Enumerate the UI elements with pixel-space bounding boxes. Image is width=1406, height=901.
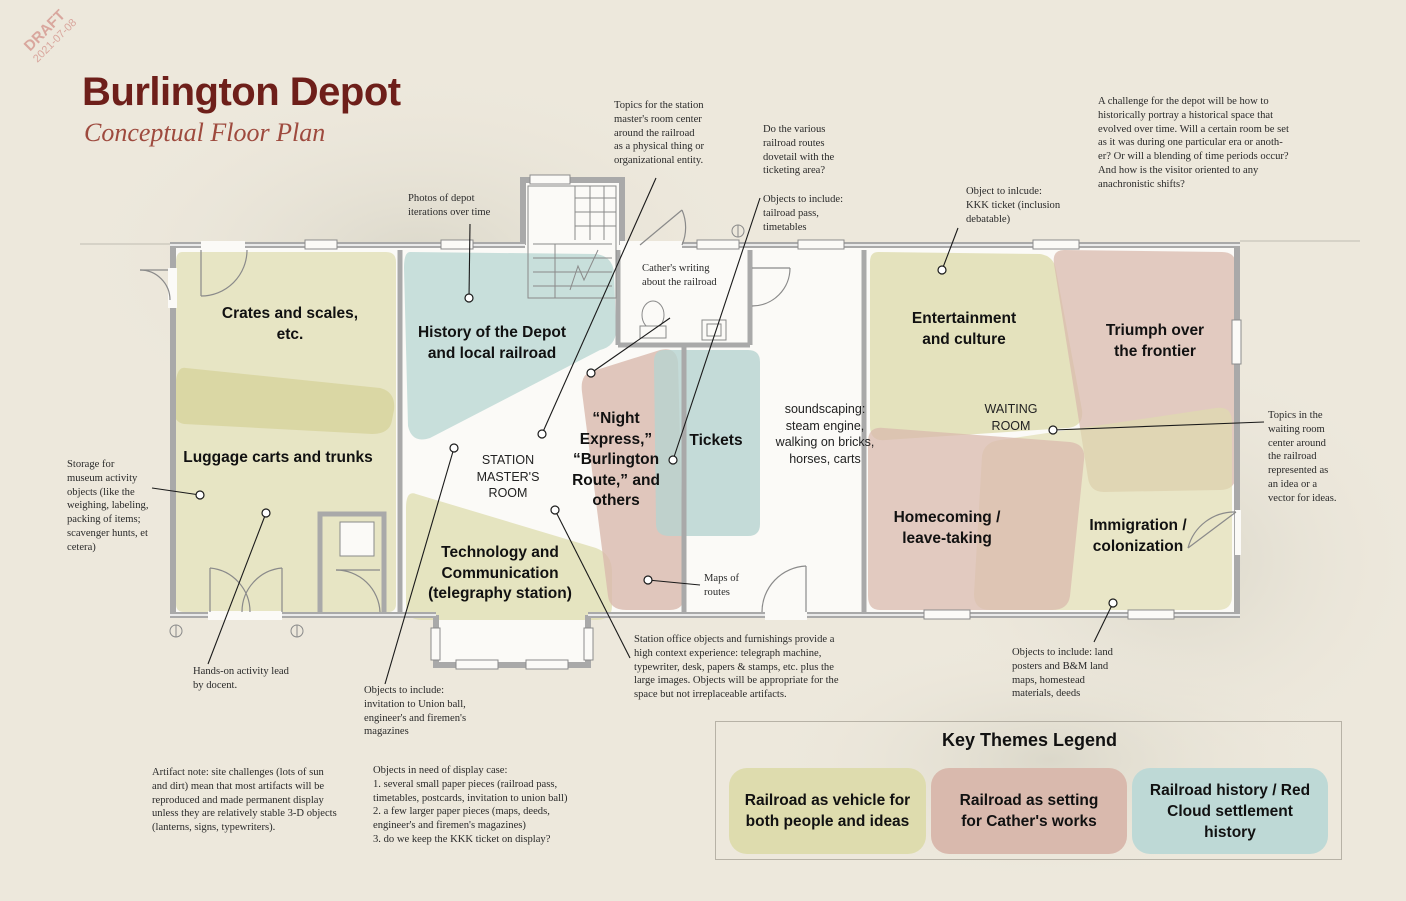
- note-photos: Photos of depot iterations over time: [408, 193, 491, 218]
- room-label-waiting-room: WAITING ROOM: [984, 402, 1038, 433]
- room-label-entertainment: Entertainment and culture: [911, 310, 1017, 348]
- theme-blob-vehicle: [406, 493, 612, 620]
- theme-blob-history: [654, 350, 760, 536]
- room-label-technology: Technology and Communication (telegraphy…: [428, 544, 572, 602]
- theme-blob-setting: [868, 427, 1085, 610]
- marker-dot: [937, 265, 947, 275]
- note-display-case: Objects in need of display case: 1. seve…: [373, 765, 568, 845]
- theme-blob-vehicle: [173, 367, 395, 434]
- marker-dot: [643, 575, 653, 585]
- legend-item-setting: Railroad as setting for Cather's works: [931, 768, 1127, 854]
- theme-blob-vehicle: [870, 252, 1083, 441]
- room-label-immigration: Immigration / colonization: [1089, 517, 1187, 555]
- room-label-soundscaping: soundscaping: steam engine, walking on b…: [775, 402, 875, 466]
- note-hands-on: Hands-on activity lead by docent.: [193, 666, 289, 691]
- legend-title: Key Themes Legend: [941, 730, 1118, 750]
- marker-dot: [195, 490, 205, 500]
- legend-item-vehicle: Railroad as vehicle for both people and …: [729, 768, 926, 854]
- note-objects-union: Objects to include: invitation to Union …: [364, 685, 467, 738]
- note-objects-tailroad: Objects to include: tailroad pass, timet…: [763, 194, 844, 233]
- room-label-station-master: STATION MASTER'S ROOM: [476, 453, 540, 500]
- room-label-luggage: Luggage carts and trunks: [183, 449, 373, 466]
- room-label-crates: Crates and scales, etc.: [221, 305, 359, 343]
- room-label-maps: Maps of routes: [704, 573, 740, 598]
- page-title: Burlington Depot: [82, 70, 401, 114]
- room-label-cather-writing: Cather's writing about the railroad: [642, 263, 717, 288]
- room-label-night-express: “Night Express,” “Burlington Route,” and…: [572, 410, 660, 509]
- staircase: [527, 185, 617, 299]
- note-station-office: Station office objects and furnishings p…: [634, 634, 839, 701]
- note-artifact: Artifact note: site challenges (lots of …: [152, 767, 337, 834]
- marker-dot: [261, 508, 271, 518]
- marker-dot: [449, 443, 459, 453]
- storage-fixture: [339, 521, 375, 557]
- marker-dot: [464, 293, 474, 303]
- note-challenge: A challenge for the depot will be how to…: [1098, 96, 1289, 190]
- key-themes-legend: Key Themes Legend Railroad as vehicle fo…: [715, 721, 1342, 860]
- marker-dot: [586, 368, 596, 378]
- theme-blob-history: [404, 252, 616, 440]
- page-subtitle: Conceptual Floor Plan: [84, 118, 326, 147]
- note-topics-station: Topics for the station master's room cen…: [614, 100, 705, 167]
- room-label-homecoming: Homecoming / leave-taking: [893, 509, 1001, 547]
- marker-dot: [1108, 598, 1118, 608]
- room-label-history-depot: History of the Depot and local railroad: [417, 324, 567, 362]
- marker-dot: [537, 429, 547, 439]
- note-objects-land: Objects to include: land posters and B&M…: [1012, 647, 1113, 700]
- marker-dot: [668, 455, 678, 465]
- marker-dot: [1048, 425, 1058, 435]
- legend-item-history: Railroad history / Red Cloud settlement …: [1132, 768, 1328, 854]
- marker-dot: [550, 505, 560, 515]
- note-topics-waiting: Topics in the waiting room center around…: [1268, 410, 1337, 504]
- note-kkk: Object to inlcude: KKK ticket (inclusion…: [966, 186, 1061, 225]
- room-label-tickets: Tickets: [689, 432, 743, 449]
- room-label-triumph: Triumph over the frontier: [1105, 322, 1205, 360]
- note-routes-question: Do the various railroad routes dovetail …: [763, 124, 835, 177]
- note-storage: Storage for museum activity objects (lik…: [67, 459, 149, 553]
